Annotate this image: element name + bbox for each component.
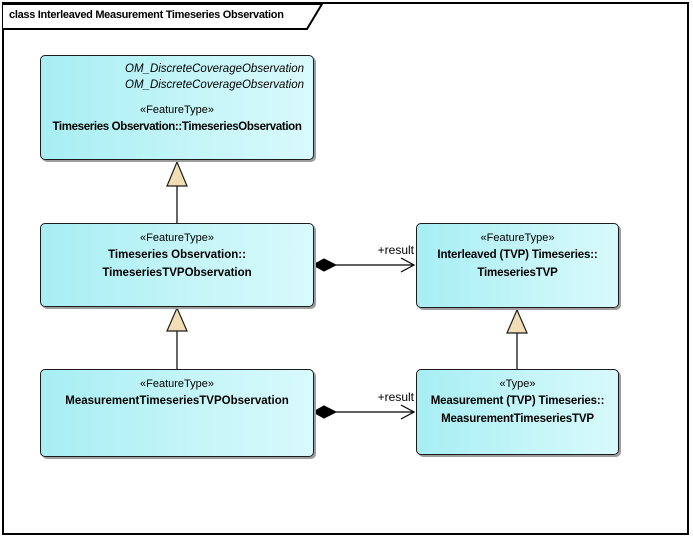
generalization-triangle-icon <box>166 306 188 332</box>
class-timeseries-tvp-observation[interactable]: «FeatureType» Timeseries Observation:: T… <box>40 223 314 307</box>
frame-title: class Interleaved Measurement Timeseries… <box>9 9 284 21</box>
composition-result-bottom[interactable] <box>311 404 416 420</box>
stereotype-label: «FeatureType» <box>140 232 214 244</box>
result-role-label-bottom: +result <box>377 390 414 404</box>
generalization-triangle-icon <box>166 160 188 187</box>
composition-result-top[interactable] <box>311 257 416 273</box>
class-name-line: TimeseriesTVP <box>477 267 558 279</box>
class-name: Timeseries Observation::TimeseriesObserv… <box>52 121 302 133</box>
realized-parents-list: OM_DiscreteCoverageObservation OM_Discre… <box>41 56 313 93</box>
class-timeseries-tvp[interactable]: «FeatureType» Interleaved (TVP) Timeseri… <box>416 223 619 308</box>
parent-class-ref: OM_DiscreteCoverageObservation <box>125 79 304 91</box>
open-arrowhead-icon <box>400 257 416 273</box>
composition-diamond-icon <box>311 258 338 272</box>
class-name-line: Timeseries Observation:: <box>108 249 246 261</box>
class-name-line: MeasurementTimeseriesTVP <box>441 413 594 425</box>
parent-class-ref: OM_DiscreteCoverageObservation <box>125 63 304 75</box>
open-arrowhead-icon <box>400 404 416 420</box>
composition-diamond-icon <box>311 405 338 419</box>
class-measurement-timeseries-tvp[interactable]: «Type» Measurement (TVP) Timeseries:: Me… <box>416 369 619 455</box>
class-name-line: Interleaved (TVP) Timeseries:: <box>437 249 598 261</box>
class-timeseries-observation[interactable]: OM_DiscreteCoverageObservation OM_Discre… <box>40 55 314 160</box>
generalization-meastimeseriestvp-to-timeseriestvp[interactable] <box>506 308 528 369</box>
generalization-meastsvpobs-to-tstvpobservation[interactable] <box>166 306 188 369</box>
result-role-label-top: +result <box>377 243 414 257</box>
class-name-line: Measurement (TVP) Timeseries:: <box>430 395 605 407</box>
stereotype-label: «FeatureType» <box>480 232 555 244</box>
generalization-tstvpobservation-to-tsobservation[interactable] <box>166 160 188 223</box>
class-name-line: TimeseriesTVPObservation <box>102 267 252 279</box>
generalization-triangle-icon <box>506 308 528 334</box>
stereotype-label: «FeatureType» <box>140 104 214 116</box>
stereotype-label: «FeatureType» <box>140 378 214 390</box>
frame-title-tab <box>3 3 324 30</box>
class-name: MeasurementTimeseriesTVPObservation <box>65 395 289 407</box>
stereotype-label: «Type» <box>499 378 536 390</box>
class-measurement-timeseries-tvp-observation[interactable]: «FeatureType» MeasurementTimeseriesTVPOb… <box>40 369 314 457</box>
